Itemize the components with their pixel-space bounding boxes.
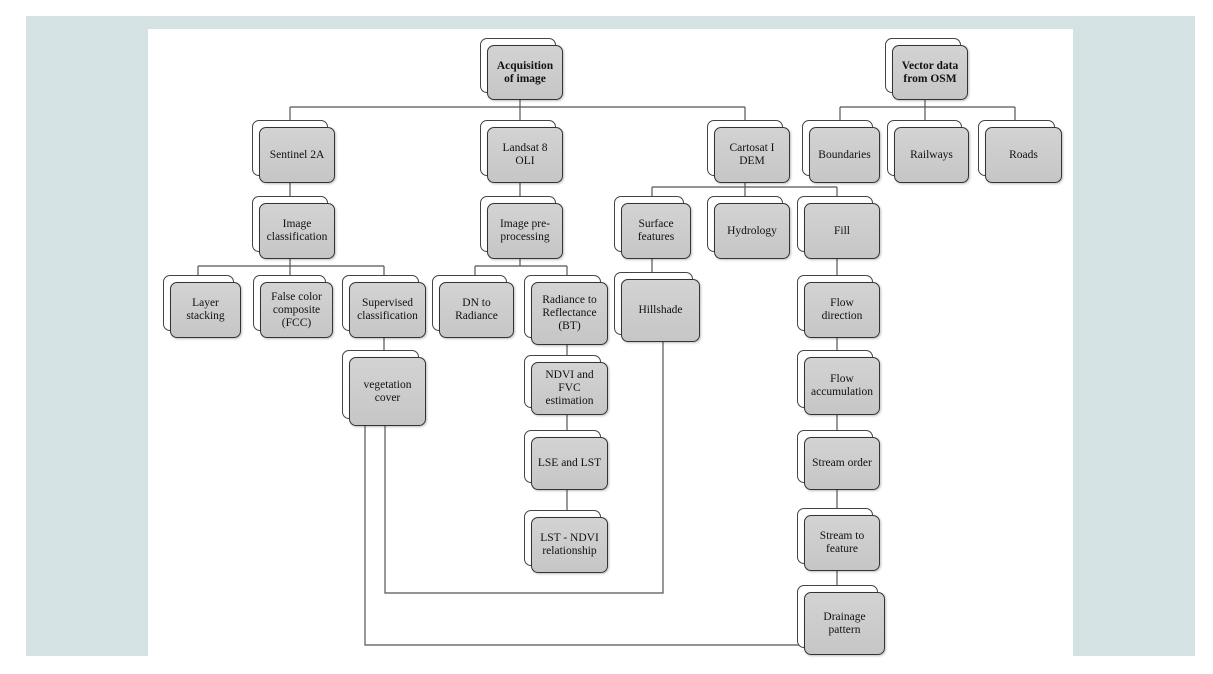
node-cartosat-dem: Cartosat I DEM xyxy=(707,120,790,183)
node-vector-data-osm: Vector data from OSM xyxy=(885,38,968,100)
node-image-preprocessing: Image pre- processing xyxy=(480,196,563,259)
node-landsat-8-oli: Landsat 8 OLI xyxy=(480,120,563,183)
node-stream-to-feature: Stream to feature xyxy=(797,508,880,571)
node-ndvi-fvc-estimation: NDVI and FVC estimation xyxy=(524,355,608,415)
node-boundaries: Boundaries xyxy=(802,120,880,183)
node-hillshade: Hillshade xyxy=(614,272,700,342)
node-roads: Roads xyxy=(978,120,1062,183)
node-layer-stacking: Layer stacking xyxy=(163,275,241,338)
node-surface-features: Surface features xyxy=(614,196,691,259)
node-drainage-pattern: Drainage pattern xyxy=(797,585,885,655)
node-radiance-to-reflectance: Radiance to Reflectance (BT) xyxy=(524,275,608,345)
node-vegetation-cover: vegetation cover xyxy=(342,350,426,426)
node-fill: Fill xyxy=(797,196,880,259)
node-flow-direction: Flow direction xyxy=(797,275,880,338)
node-supervised-classification: Supervised classification xyxy=(342,275,426,338)
node-image-classification: Image classification xyxy=(252,196,335,259)
node-acquisition-of-image: Acquisition of image xyxy=(480,38,563,100)
node-lst-ndvi-relationship: LST - NDVI relationship xyxy=(524,510,608,573)
node-flow-accumulation: Flow accumulation xyxy=(797,350,880,415)
node-lse-and-lst: LSE and LST xyxy=(524,430,608,490)
node-sentinel-2a: Sentinel 2A xyxy=(252,120,335,183)
node-railways: Railways xyxy=(887,120,969,183)
node-hydrology: Hydrology xyxy=(707,196,790,259)
node-dn-to-radiance: DN to Radiance xyxy=(432,275,514,338)
node-false-color-composite: False color composite (FCC) xyxy=(253,275,333,338)
node-stream-order: Stream order xyxy=(797,430,880,490)
